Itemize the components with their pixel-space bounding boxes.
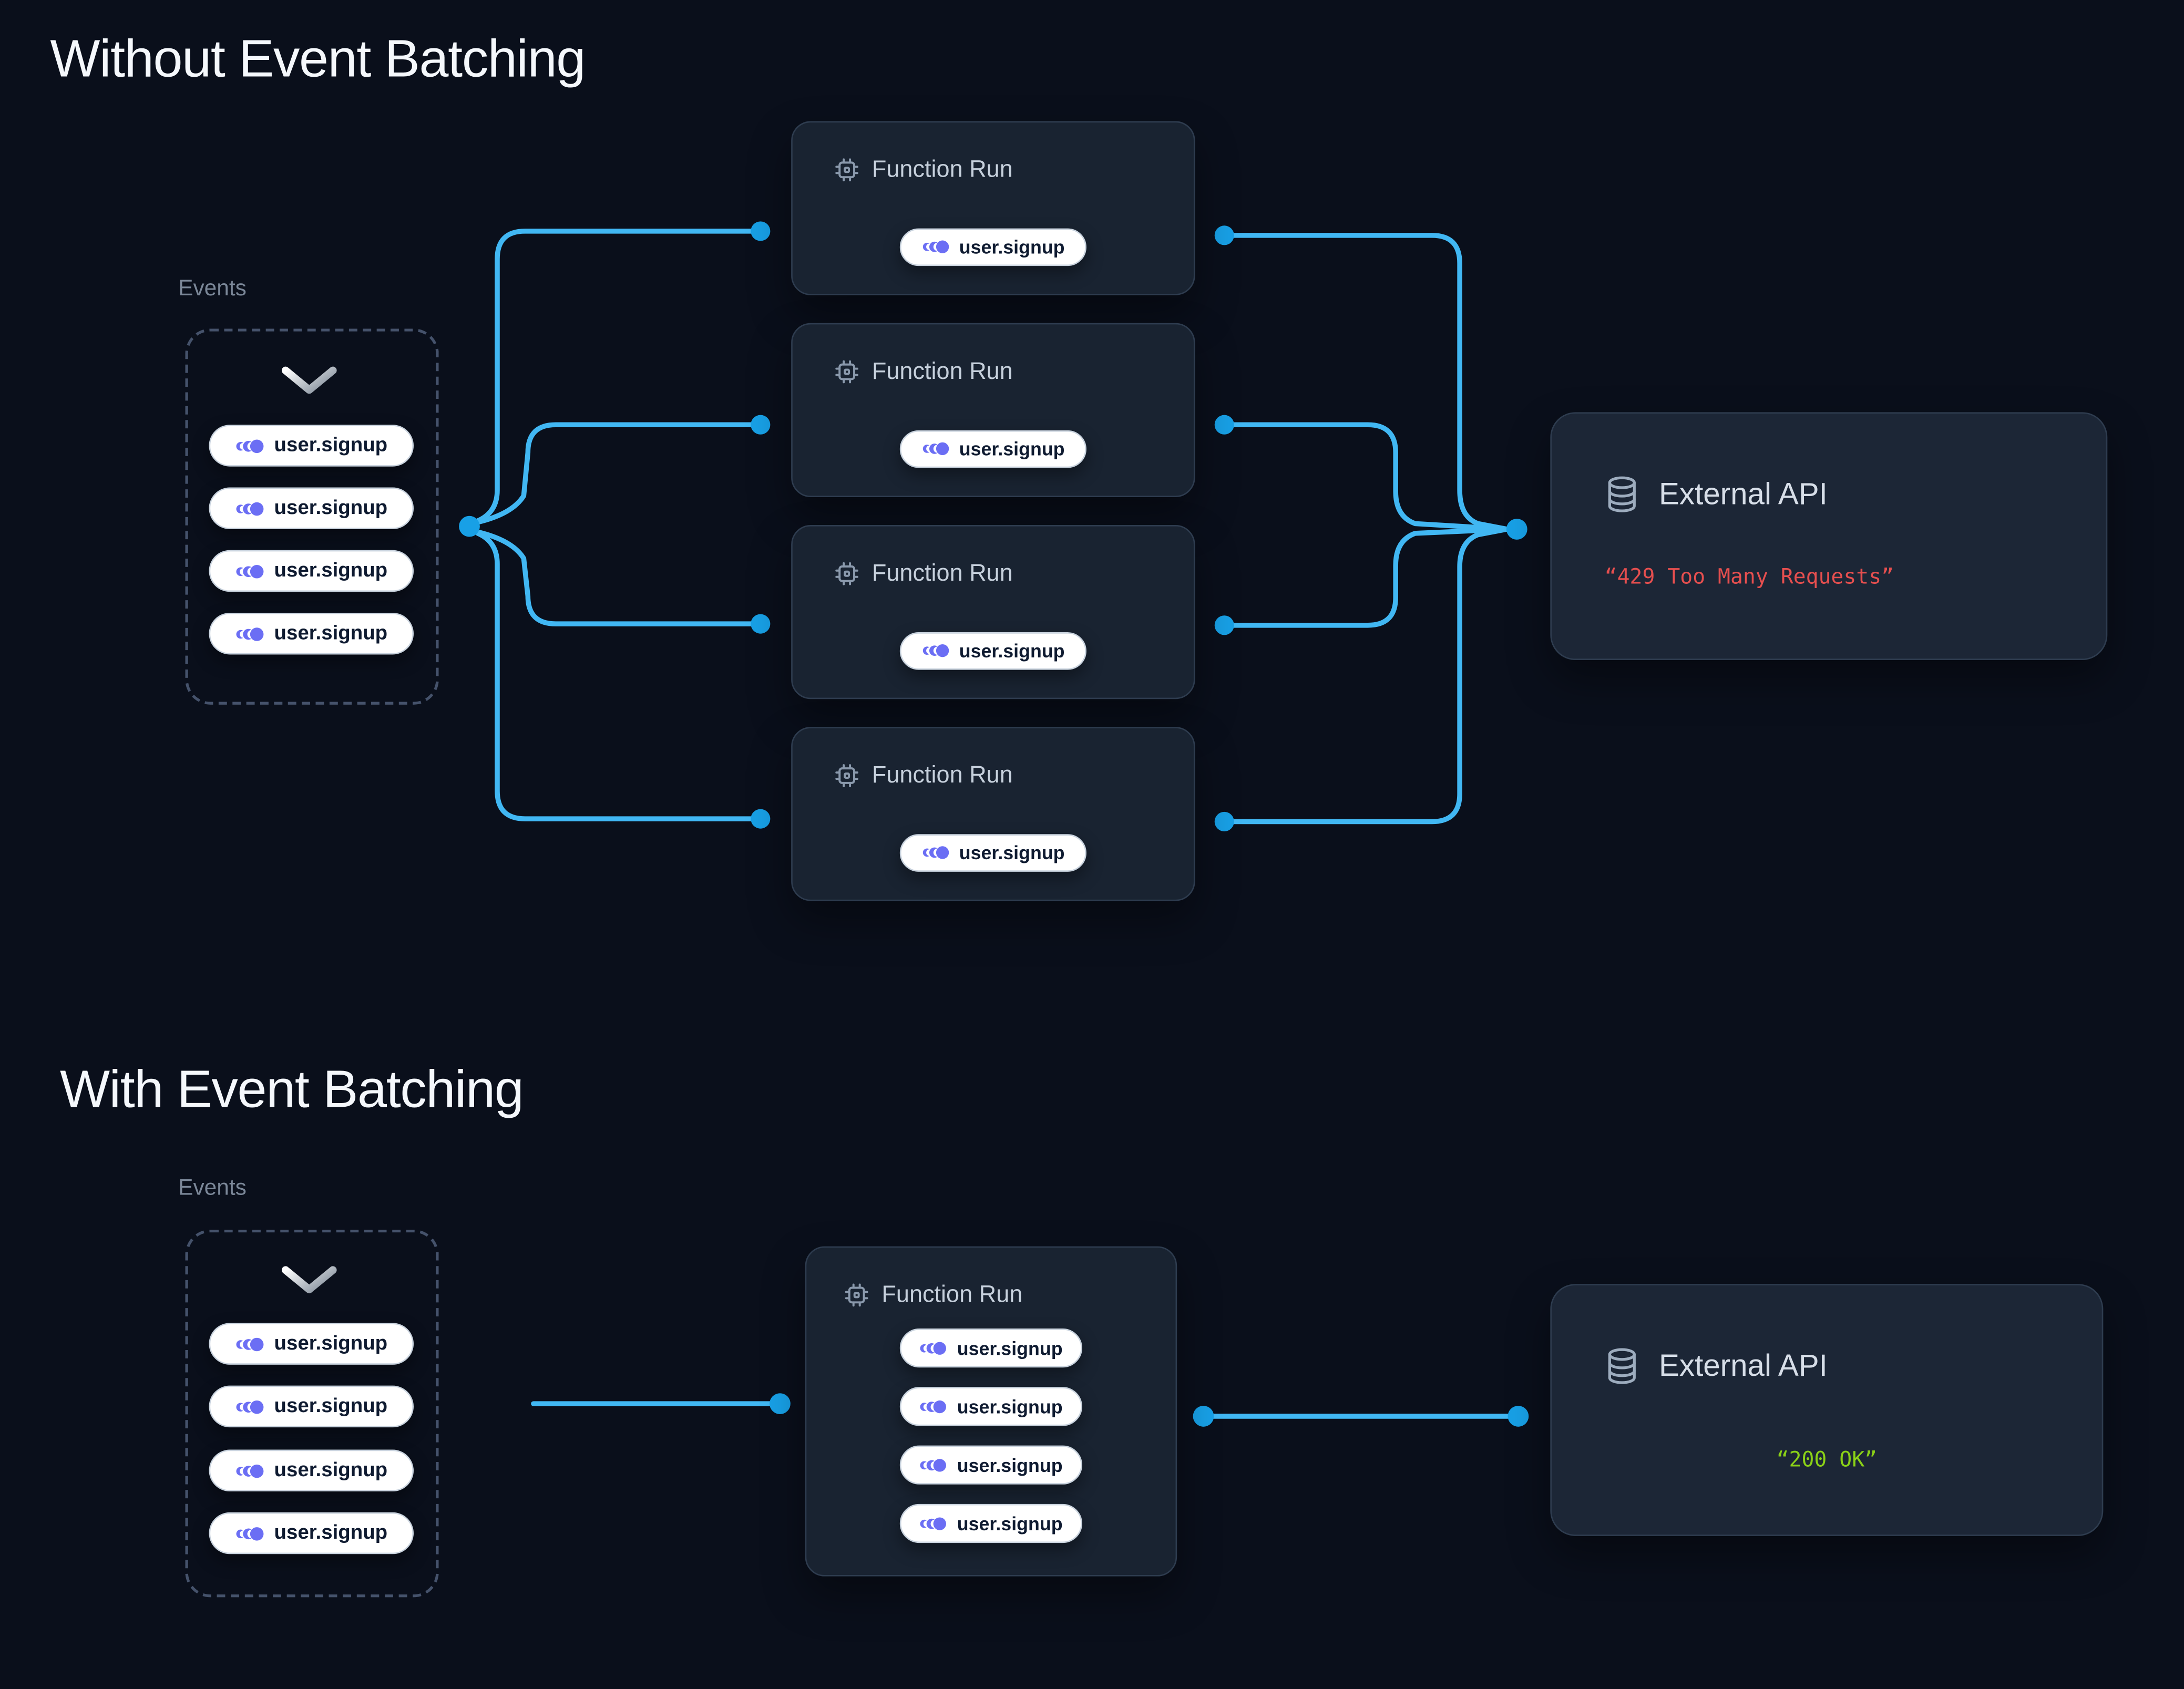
events-label: Events: [178, 277, 247, 301]
cpu-icon: [845, 1283, 868, 1307]
event-stream-icon: [235, 1464, 263, 1478]
external-api-card: External API “200 OK”: [1550, 1284, 2104, 1536]
chevron-down-icon: [281, 1266, 337, 1294]
events-label: Events: [178, 1177, 247, 1201]
cpu-icon: [835, 158, 859, 182]
event-pill-label: user.signup: [274, 1459, 388, 1482]
function-run-card: Function Run user.signup: [791, 727, 1195, 901]
event-stream-icon: [235, 564, 263, 578]
fanout-lines: [475, 229, 1515, 1419]
event-stream-icon: [235, 1526, 263, 1540]
event-stream-icon: [922, 644, 949, 657]
event-pill: user.signup: [209, 487, 414, 529]
event-pill: user.signup: [209, 550, 414, 592]
events-group-box: [185, 1229, 439, 1598]
section-title-without-batching: Without Event Batching: [50, 30, 586, 89]
event-pill-label: user.signup: [274, 1522, 388, 1544]
function-run-title: Function Run: [871, 358, 1013, 385]
event-pill-label: user.signup: [959, 236, 1065, 258]
event-stream-icon: [922, 442, 949, 456]
event-pill-label: user.signup: [959, 842, 1065, 863]
event-pill-label: user.signup: [274, 622, 388, 645]
function-run-title: Function Run: [881, 1281, 1023, 1308]
external-api-title: External API: [1659, 1348, 1828, 1383]
function-run-card: Function Run user.signup: [791, 121, 1195, 295]
cpu-icon: [835, 764, 859, 787]
api-status-text: “429 Too Many Requests”: [1604, 564, 1894, 589]
event-stream-icon: [920, 1517, 947, 1530]
function-run-card: Function Run user.signup user.signup use…: [805, 1246, 1177, 1577]
event-pill: user.signup: [899, 430, 1087, 468]
cpu-icon: [835, 360, 859, 384]
api-status-text: “200 OK”: [1776, 1447, 1878, 1472]
function-run-card: Function Run user.signup: [791, 323, 1195, 498]
connector-dots: [459, 221, 1529, 1427]
external-api-title: External API: [1659, 476, 1828, 511]
event-stream-icon: [922, 241, 949, 254]
event-pill-label: user.signup: [957, 1513, 1063, 1534]
event-pill: user.signup: [900, 1387, 1082, 1426]
event-pill-label: user.signup: [274, 434, 388, 457]
event-pill: user.signup: [899, 632, 1087, 670]
event-pill: user.signup: [209, 1449, 414, 1492]
event-stream-icon: [920, 1458, 947, 1471]
event-pill: user.signup: [899, 228, 1087, 266]
event-pill: user.signup: [899, 834, 1087, 872]
event-stream-icon: [235, 626, 263, 641]
database-icon: [1605, 475, 1639, 514]
event-pill: user.signup: [900, 1503, 1082, 1543]
event-pill-label: user.signup: [274, 1332, 388, 1355]
event-stream-icon: [235, 439, 263, 452]
event-pill-label: user.signup: [959, 438, 1065, 460]
cpu-icon: [835, 562, 859, 585]
event-pill-label: user.signup: [957, 1396, 1063, 1417]
function-run-title: Function Run: [871, 560, 1013, 586]
function-run-title: Function Run: [871, 761, 1013, 788]
event-pill: user.signup: [209, 1512, 414, 1554]
event-pill: user.signup: [209, 425, 414, 467]
event-pill: user.signup: [900, 1328, 1082, 1368]
event-pill-label: user.signup: [957, 1337, 1063, 1358]
event-stream-icon: [922, 846, 949, 860]
events-group-box: [185, 328, 439, 705]
event-pill-label: user.signup: [957, 1454, 1063, 1476]
event-pill: user.signup: [209, 612, 414, 655]
chevron-down-icon: [281, 366, 337, 394]
event-stream-icon: [235, 501, 263, 515]
event-pill: user.signup: [900, 1445, 1082, 1485]
database-icon: [1605, 1346, 1639, 1385]
event-stream-icon: [235, 1337, 263, 1351]
event-stream-icon: [920, 1400, 947, 1413]
external-api-card: External API “429 Too Many Requests”: [1550, 412, 2108, 661]
event-pill-label: user.signup: [274, 560, 388, 582]
event-stream-icon: [920, 1341, 947, 1355]
function-run-card: Function Run user.signup: [791, 525, 1195, 699]
section-title-with-batching: With Event Batching: [59, 1061, 524, 1120]
event-stream-icon: [235, 1399, 263, 1414]
event-pill-label: user.signup: [959, 640, 1065, 662]
event-pill: user.signup: [209, 1385, 414, 1428]
event-pill: user.signup: [209, 1323, 414, 1365]
event-pill-label: user.signup: [274, 1395, 388, 1418]
event-pill-label: user.signup: [274, 497, 388, 520]
function-run-title: Function Run: [871, 156, 1013, 183]
